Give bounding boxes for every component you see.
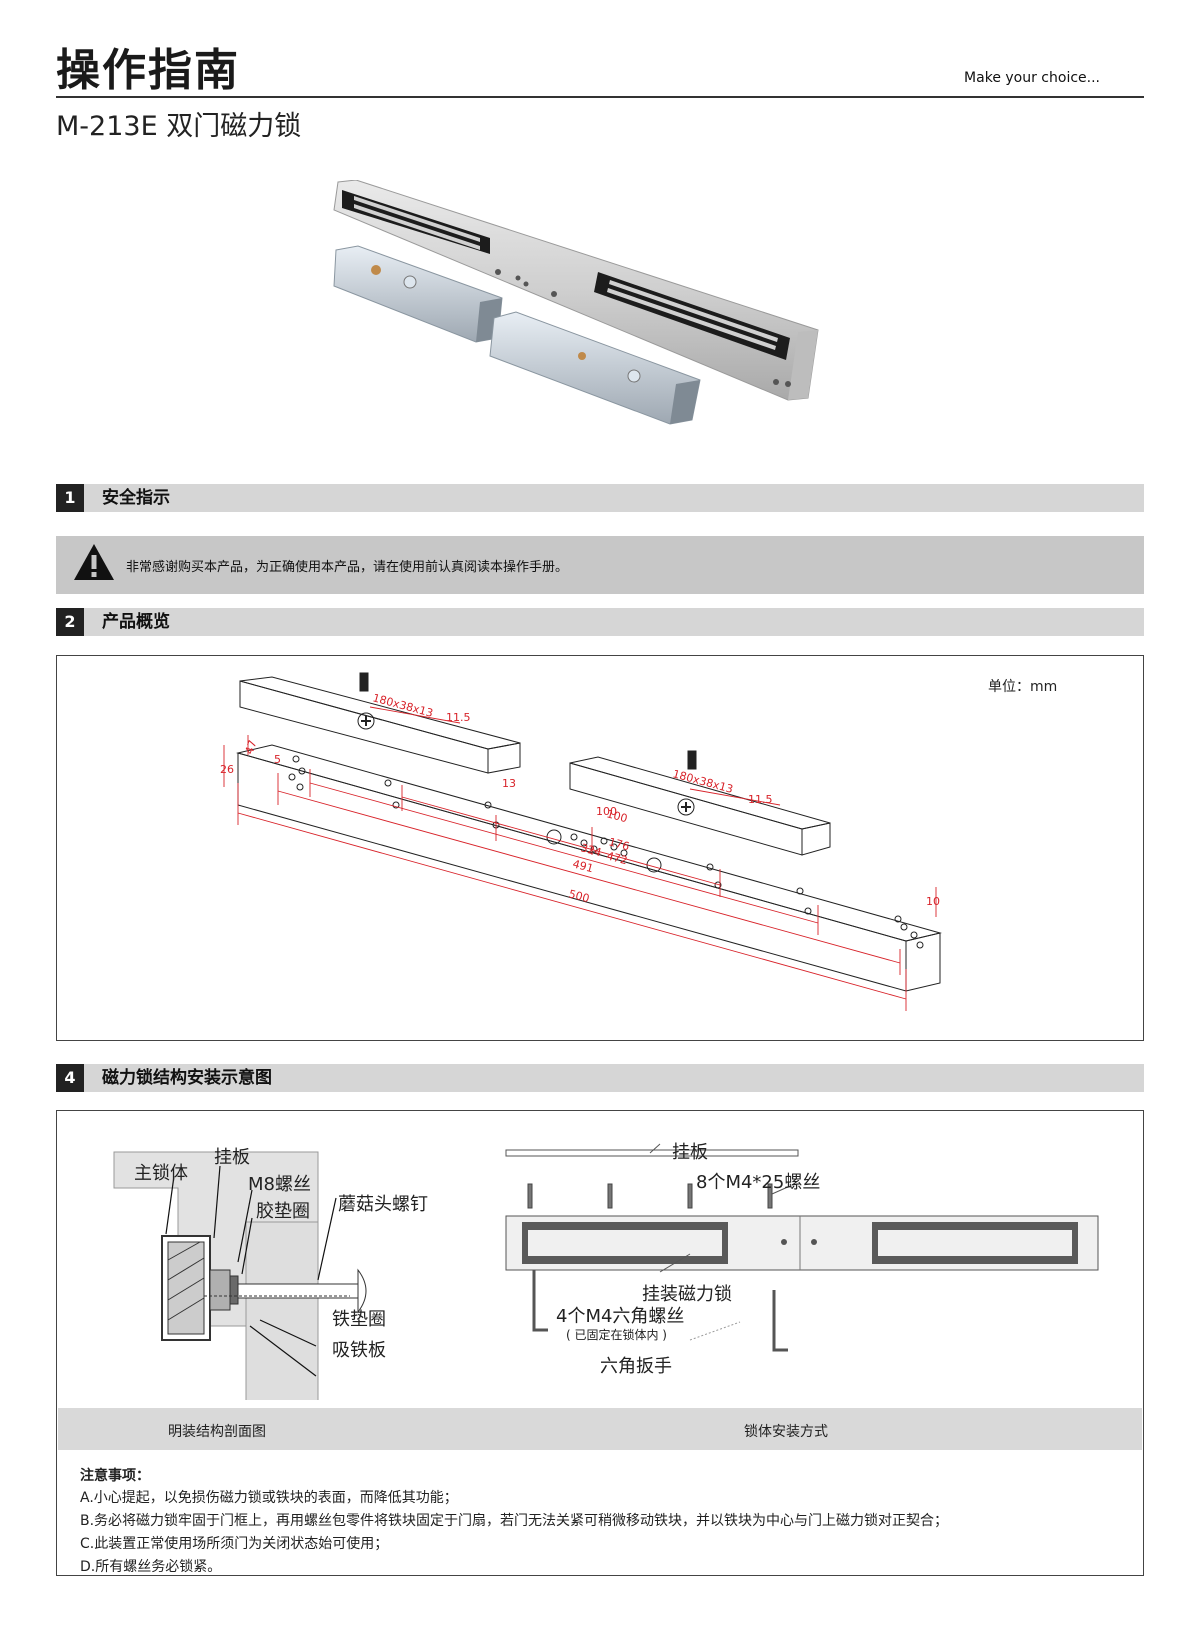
section-number: 4 [56,1064,84,1092]
dim-plate-top-thickness: 11.5 [446,711,471,724]
dim-5: 5 [274,753,281,766]
dim-176: 176 [607,835,631,853]
dim-13: 13 [502,777,516,790]
label-screws: 8个M4*25螺丝 [696,1172,821,1193]
label-hex-wrench: 六角扳手 [600,1356,672,1377]
dim-491: 491 [571,857,595,875]
dim-plate-right-thickness: 11.5 [748,793,773,806]
mounting-diagram [505,1143,1099,1352]
section-title: 产品概览 [102,612,170,632]
installation-frame [56,1110,1144,1576]
label-hex-note: ( 已固定在锁体内 ) [566,1328,667,1342]
header-divider [56,96,1144,98]
section-title: 磁力锁结构安装示意图 [102,1068,272,1088]
cross-section-diagram [113,1151,367,1400]
dim-10: 10 [926,895,940,908]
label-mushroom-screw: 蘑菇头螺钉 [338,1194,428,1215]
product-subtitle: M-213E 双门磁力锁 [56,111,302,142]
dim-500: 500 [567,887,591,905]
dimension-drawing: 180x38x13 11.5 47 26 5 13 180x38x13 11.5… [220,672,942,1011]
section-number: 2 [56,608,84,636]
label-m8-screw: M8螺丝 [248,1174,311,1195]
label-armature: 吸铁板 [332,1340,386,1361]
label-hanger: 挂板 [214,1147,250,1168]
label-hanger-right: 挂板 [672,1142,708,1163]
dim-100: 100 [605,807,629,825]
caption-bar [58,1408,1142,1450]
label-main-body: 主锁体 [134,1163,188,1184]
unit-label: 单位：mm [988,679,1058,695]
product-photo [333,180,819,425]
caption-left: 明装结构剖面图 [168,1424,266,1440]
caption-right: 锁体安装方式 [744,1424,828,1440]
section-title: 安全指示 [102,488,170,508]
dim-26: 26 [220,763,234,776]
section-number: 1 [56,484,84,512]
overview-frame [56,655,1144,1041]
label-hex-screws: 4个M4六角螺丝 [556,1306,685,1327]
label-mount-lock: 挂装磁力锁 [642,1284,732,1305]
safety-notice-box [56,536,1144,594]
safety-notice-text: 非常感谢购买本产品，为正确使用本产品，请在使用前认真阅读本操作手册。 [126,560,569,575]
page-title: 操作指南 [56,45,240,96]
brand-tagline: Make your choice... [964,70,1100,86]
section-header-installation: 4 磁力锁结构安装示意图 [56,1064,1144,1092]
dim-100-label: 100 [596,805,617,818]
section-header-overview: 2 产品概览 [56,608,1144,636]
dim-47: 47 [243,738,260,756]
dim-472: 472 [605,849,629,867]
label-iron-washer: 铁垫圈 [332,1309,386,1330]
notes-title: 注意事项： [80,1468,150,1484]
dim-plate-top: 180x38x13 [371,691,434,720]
label-rubber-ring: 胶垫圈 [256,1201,310,1222]
note-item: D.所有螺丝务必锁紧。 [80,1559,222,1575]
note-item: A.小心提起，以免损伤磁力锁或铁块的表面，而降低其功能； [80,1490,458,1506]
dim-324: 324 [579,841,603,859]
section-header-safety: 1 安全指示 [56,484,1144,512]
warning-triangle-icon [74,544,114,580]
note-item: C.此装置正常使用场所须门为关闭状态始可使用； [80,1536,389,1552]
note-item: B.务必将磁力锁牢固于门框上，再用螺丝包零件将铁块固定于门扇，若门无法关紧可稍微… [80,1513,949,1529]
